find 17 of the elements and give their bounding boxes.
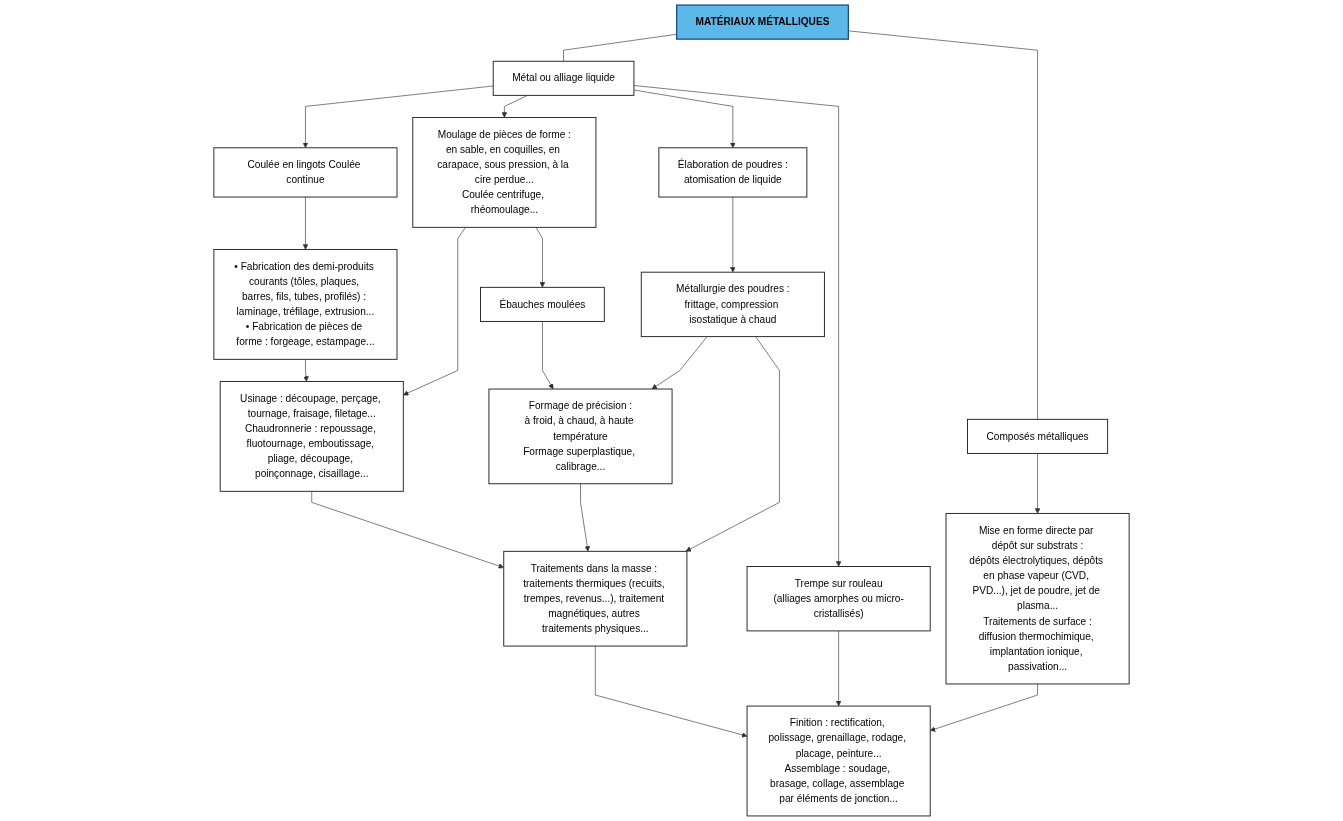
node-box: Finition : rectification, polissage, grenaillage, rodage, placage, peinture... Assemblage : soudage, brasage, collage, assemblage par éléments de jonction...	[746, 705, 931, 817]
node-box: MATÉRIAUX MÉTALLIQUES	[676, 4, 849, 40]
node-box: Coulée en lingots Coulée continue	[213, 147, 398, 198]
node-box: Traitements dans la masse : traitements thermiques (recuits, trempes, revenus...), traitement magnétiques, autres traitements physiques...	[503, 550, 688, 647]
connector	[563, 33, 677, 62]
node-box: Formage de précision : à froid, à chaud, à haute température Formage superplastique, calibrage...	[488, 388, 673, 485]
node-box: Métallurgie des poudres : frittage, compression isostatique à chaud	[640, 271, 825, 338]
node-box: Composés métalliques	[967, 418, 1109, 454]
node-box: Élaboration de poudres : atomisation de liquide	[658, 147, 808, 198]
connector	[848, 30, 1038, 420]
node-box: Trempe sur rouleau (alliages amorphes ou micro-cristallisés)	[746, 566, 931, 632]
node-box: Métal ou alliage liquide	[492, 60, 635, 96]
node-box: Usinage : découpage, perçage, tournage, fraisage, filetage... Chaudronnerie : repoussage, fluotournage, emboutissage, pliage, découpage, poinçonnage, cisaillage...	[219, 380, 404, 492]
node-box: • Fabrication des demi-produits courants (tôles, plaques, barres, fils, tubes, profilés) : laminage, tréfilage, extrusion... • Fabrication de pièces de forme : forgeage, estampage...	[213, 249, 398, 360]
node-box: Ébauches moulées	[480, 286, 605, 322]
node-box: Mise en forme directe par dépôt sur substrats : dépôts électrolytiques, dépôts en phase vapeur (CVD, PVD...), jet de poudre, jet de plasma... Traitements de surface : diffusion thermochimique, implantation ionique, passivation...	[945, 512, 1130, 685]
node-box: Moulage de pièces de forme : en sable, en coquilles, en carapace, sous pression, à la cire perdue... Coulée centrifuge, rhéomoulage...	[412, 117, 597, 228]
